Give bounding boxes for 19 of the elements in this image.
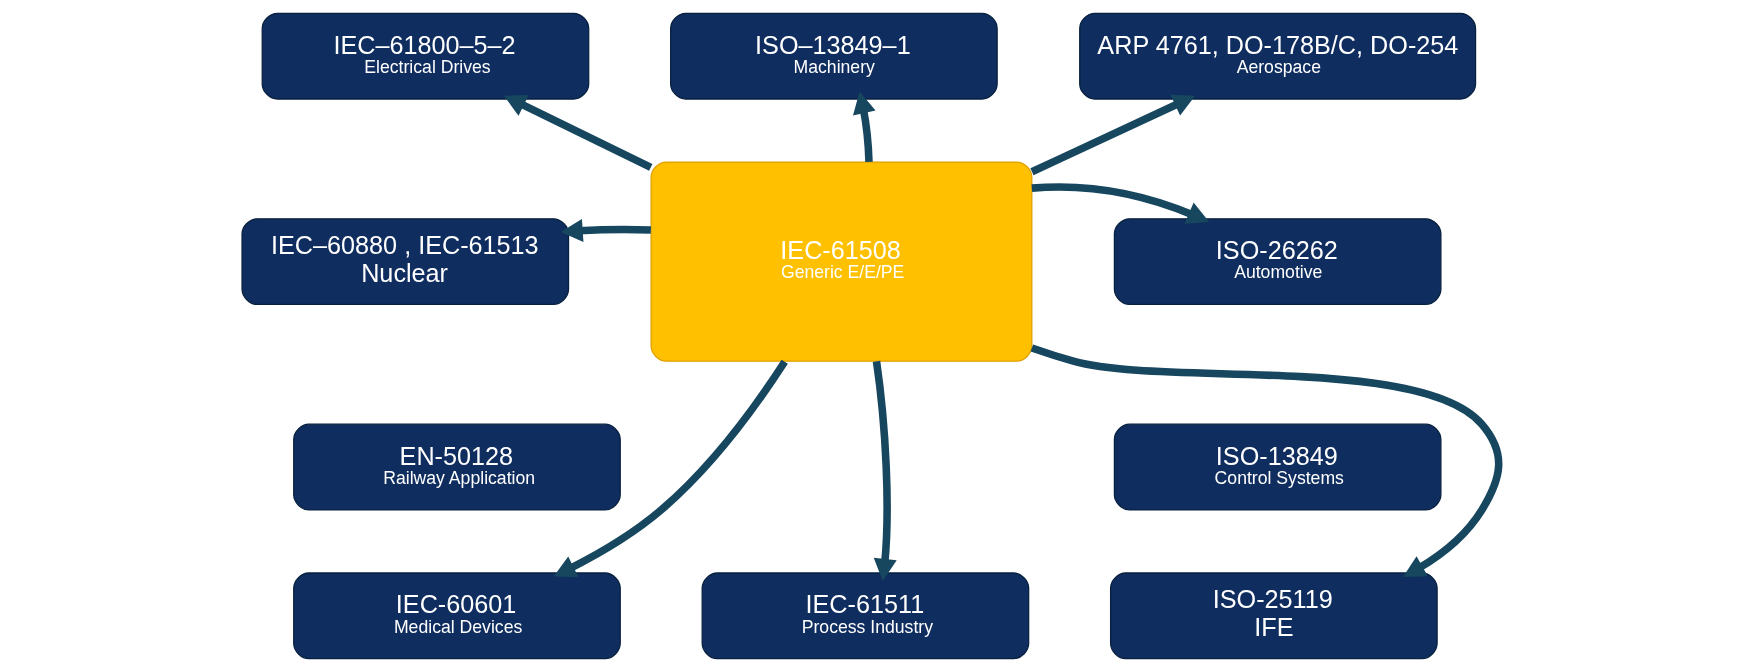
arrow [1029, 94, 1195, 176]
arrow [560, 219, 651, 243]
arrow [852, 91, 876, 162]
arrow [1031, 183, 1209, 224]
node-box: IEC–61800–5–2 Electrical Drives [261, 12, 589, 100]
arrow [553, 359, 788, 578]
node-box: EN-50128 Railway Application [292, 423, 621, 511]
node-box: ARP 4761, DO-178B/C, DO-254 Aerospace [1078, 12, 1476, 100]
node-box: IEC–60880 , IEC-61513 Nuclear [240, 218, 569, 306]
node-box: ISO-26262 Automotive [1113, 218, 1442, 306]
arrow [1030, 344, 1502, 577]
node-box: ISO–13849–1 Machinery [669, 12, 998, 100]
node-box: ISO-25119 IFE [1109, 572, 1438, 660]
node-box: ISO-13849 Control Systems [1113, 423, 1442, 511]
arrow [503, 94, 652, 171]
node-box: IEC-60601 Medical Devices [292, 572, 621, 660]
node-box: IEC-61508 Generic E/E/PE [650, 161, 1032, 362]
arrow [872, 360, 897, 581]
node-box: IEC-61511 Process Industry [701, 572, 1029, 660]
